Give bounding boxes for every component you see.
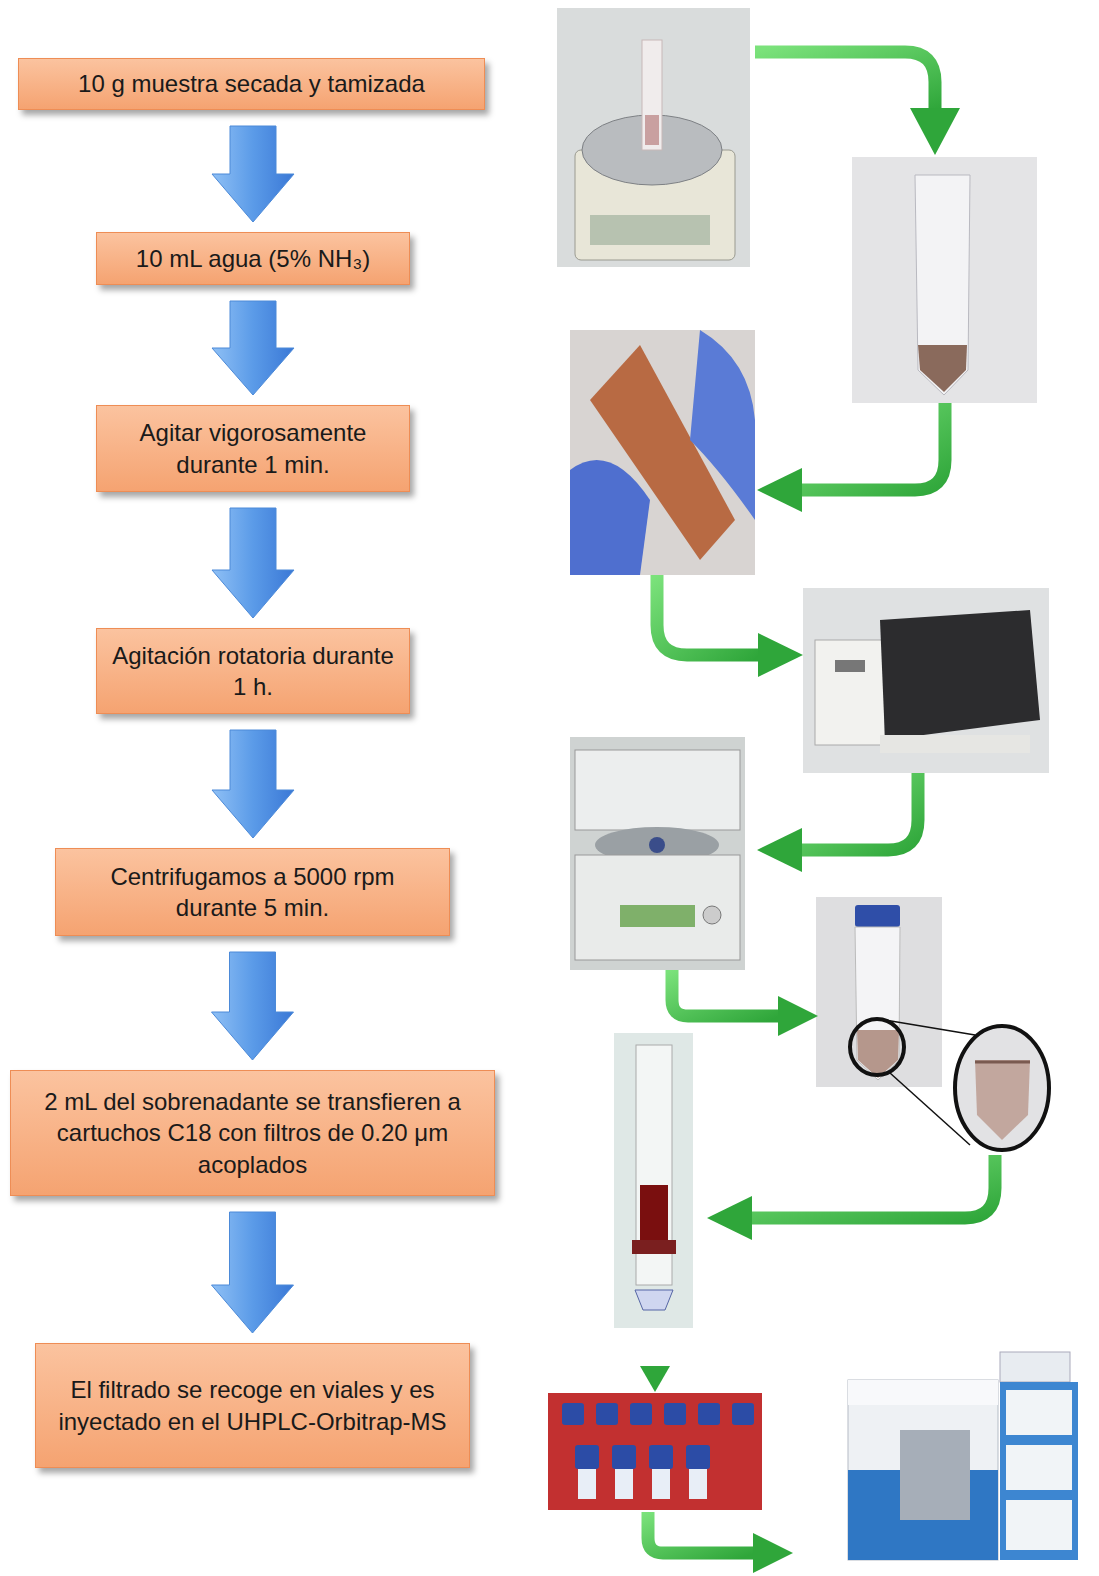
photo-flow-heads (640, 108, 960, 1573)
flow-arrow (212, 508, 294, 618)
flow-arrow (212, 126, 294, 222)
rotator-photo (803, 588, 1049, 773)
supernatant-photo (816, 897, 1049, 1150)
flow-arrow (212, 730, 294, 838)
balance-photo (557, 8, 750, 267)
step-text: Agitación rotatoria durante 1 h. (111, 640, 395, 702)
vials-photo (548, 1393, 762, 1510)
step-text: 2 mL del sobrenadante se transfieren a c… (25, 1086, 480, 1180)
flow-arrow (212, 1212, 294, 1333)
step-text: El filtrado se recoge en viales y es iny… (50, 1374, 455, 1436)
centrifuge-photo (570, 737, 745, 970)
process-box: 10 g muestra secada y tamizada (18, 58, 485, 110)
photo-flow-arrows (648, 52, 995, 1553)
instrument-photo (848, 1352, 1078, 1560)
flow-arrow (212, 952, 294, 1060)
flow-arrow (212, 301, 294, 395)
process-box: 2 mL del sobrenadante se transfieren a c… (10, 1070, 495, 1196)
step-text: Centrifugamos a 5000 rpm durante 5 min. (70, 861, 435, 923)
step-text: 10 mL agua (5% NH₃) (136, 243, 370, 274)
syringe-photo (614, 1033, 693, 1328)
process-box: Agitación rotatoria durante 1 h. (96, 628, 410, 714)
process-box: Agitar vigorosamente durante 1 min. (96, 405, 410, 492)
step-text: 10 g muestra secada y tamizada (78, 68, 425, 99)
shaking-photo (570, 330, 755, 575)
process-box: El filtrado se recoge en viales y es iny… (35, 1343, 470, 1468)
process-box: Centrifugamos a 5000 rpm durante 5 min. (55, 848, 450, 936)
tube-photo (852, 157, 1037, 403)
step-text: Agitar vigorosamente durante 1 min. (111, 417, 395, 479)
process-box: 10 mL agua (5% NH₃) (96, 232, 410, 285)
